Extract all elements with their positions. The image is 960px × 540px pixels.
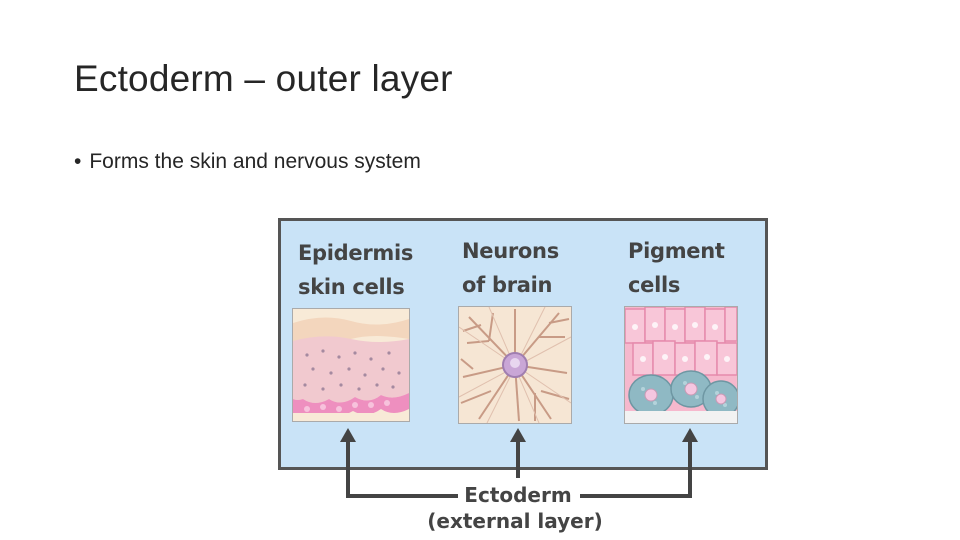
label-epidermis: Epidermis skin cells: [298, 241, 414, 299]
epidermis-illustration: [292, 308, 410, 422]
slide-title: Ectoderm – outer layer: [74, 58, 453, 99]
pigment-illustration: [624, 306, 738, 424]
ectoderm-label: Ectoderm (external layer): [427, 483, 603, 533]
label-neurons: Neurons of brain: [462, 239, 559, 297]
bullet-dot: •: [74, 150, 82, 173]
label-pigment: Pigment cells: [628, 239, 725, 297]
neuron-illustration: [458, 306, 572, 424]
ectoderm-diagram: Epidermis skin cells Neurons of brain Pi…: [268, 206, 798, 540]
bullet-item: • Forms the skin and nervous system: [74, 150, 421, 174]
bullet-text: Forms the skin and nervous system: [89, 150, 421, 173]
